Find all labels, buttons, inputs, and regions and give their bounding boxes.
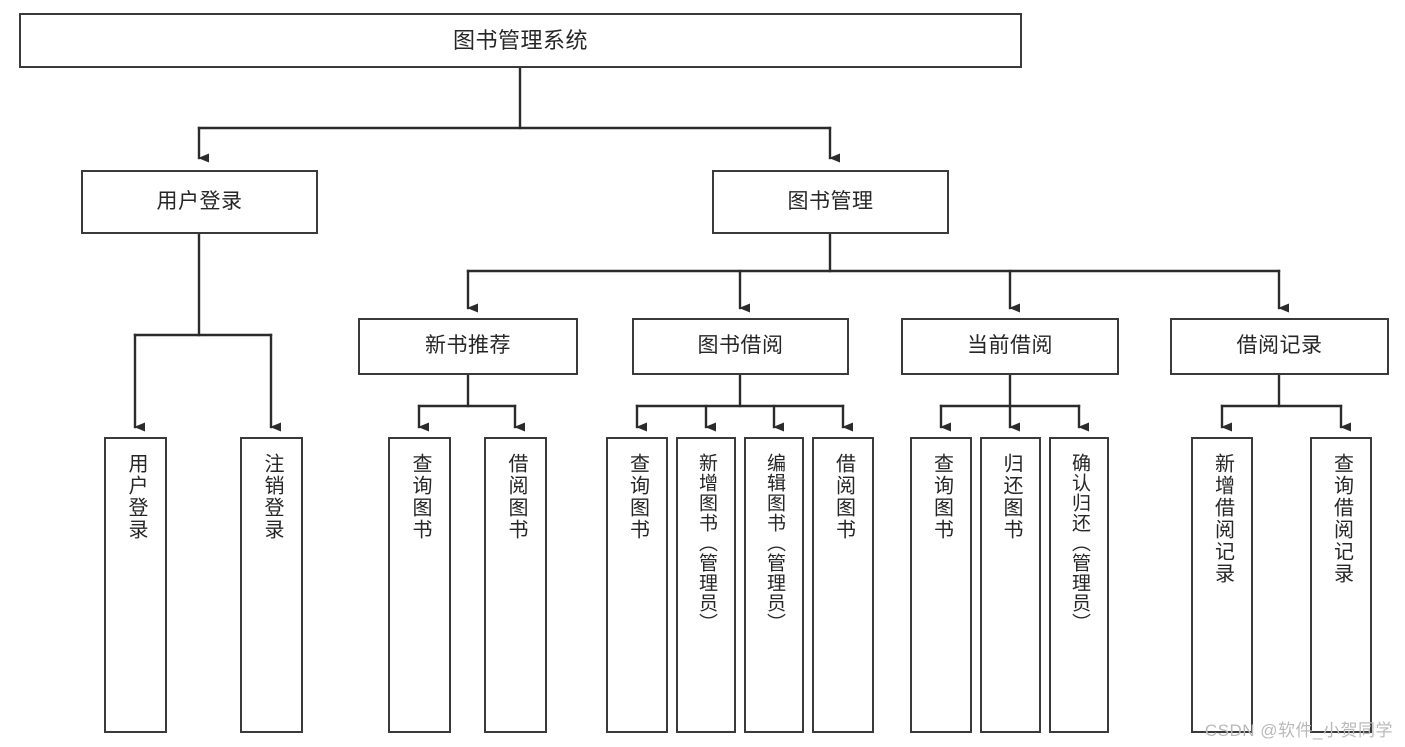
leaf-borrow-edit-book-label: 编辑图书（管理员） bbox=[763, 453, 785, 633]
leaf-current-return-book-label: 归还图书 bbox=[1000, 453, 1022, 541]
leaf-newbook-query-book-label: 查询图书 bbox=[409, 453, 431, 541]
leaf-user-login-login[interactable]: 用户登录 bbox=[104, 437, 167, 733]
leaf-current-confirm-return[interactable]: 确认归还（管理员） bbox=[1049, 437, 1109, 733]
leaf-current-return-book[interactable]: 归还图书 bbox=[980, 437, 1041, 733]
leaf-current-confirm-return-label: 确认归还（管理员） bbox=[1068, 453, 1090, 633]
leaf-record-add-record-label: 新增借阅记录 bbox=[1211, 453, 1234, 585]
leaf-record-query-record[interactable]: 查询借阅记录 bbox=[1310, 437, 1372, 733]
leaf-user-login-logout[interactable]: 注销登录 bbox=[240, 437, 303, 733]
node-current-borrow[interactable]: 当前借阅 bbox=[901, 318, 1119, 375]
leaf-user-login-login-label: 用户登录 bbox=[125, 453, 147, 541]
watermark-text: CSDN @软件_小贺同学 bbox=[1204, 721, 1393, 740]
leaf-borrow-edit-book[interactable]: 编辑图书（管理员） bbox=[744, 437, 804, 733]
node-book-manage[interactable]: 图书管理 bbox=[712, 170, 949, 234]
node-user-login-label: 用户登录 bbox=[156, 189, 243, 213]
leaf-borrow-query-book-label: 查询图书 bbox=[626, 453, 649, 541]
node-current-borrow-label: 当前借阅 bbox=[967, 334, 1053, 358]
leaf-borrow-add-book[interactable]: 新增图书（管理员） bbox=[676, 437, 736, 733]
node-user-login[interactable]: 用户登录 bbox=[81, 170, 318, 234]
node-borrow-record-label: 借阅记录 bbox=[1236, 334, 1323, 358]
node-root[interactable]: 图书管理系统 bbox=[19, 13, 1022, 68]
node-new-book-recommend[interactable]: 新书推荐 bbox=[358, 318, 578, 375]
leaf-borrow-borrow-book-label: 借阅图书 bbox=[832, 453, 855, 541]
node-root-label: 图书管理系统 bbox=[452, 27, 588, 53]
leaf-current-query-book-label: 查询图书 bbox=[930, 453, 953, 541]
node-new-book-recommend-label: 新书推荐 bbox=[425, 334, 511, 358]
node-book-manage-label: 图书管理 bbox=[787, 189, 874, 213]
node-borrow-record[interactable]: 借阅记录 bbox=[1170, 318, 1389, 375]
leaf-user-login-logout-label: 注销登录 bbox=[261, 453, 283, 541]
node-book-borrow-label: 图书借阅 bbox=[697, 334, 784, 358]
leaf-current-query-book[interactable]: 查询图书 bbox=[910, 437, 972, 733]
leaf-borrow-borrow-book[interactable]: 借阅图书 bbox=[812, 437, 874, 733]
leaf-record-add-record[interactable]: 新增借阅记录 bbox=[1191, 437, 1253, 733]
leaf-borrow-query-book[interactable]: 查询图书 bbox=[606, 437, 668, 733]
leaf-borrow-add-book-label: 新增图书（管理员） bbox=[695, 453, 717, 633]
leaf-newbook-query-book[interactable]: 查询图书 bbox=[388, 437, 451, 733]
leaf-newbook-borrow-book[interactable]: 借阅图书 bbox=[484, 437, 547, 733]
leaf-newbook-borrow-book-label: 借阅图书 bbox=[505, 453, 527, 541]
node-book-borrow[interactable]: 图书借阅 bbox=[632, 318, 849, 375]
leaf-record-query-record-label: 查询借阅记录 bbox=[1330, 453, 1353, 585]
